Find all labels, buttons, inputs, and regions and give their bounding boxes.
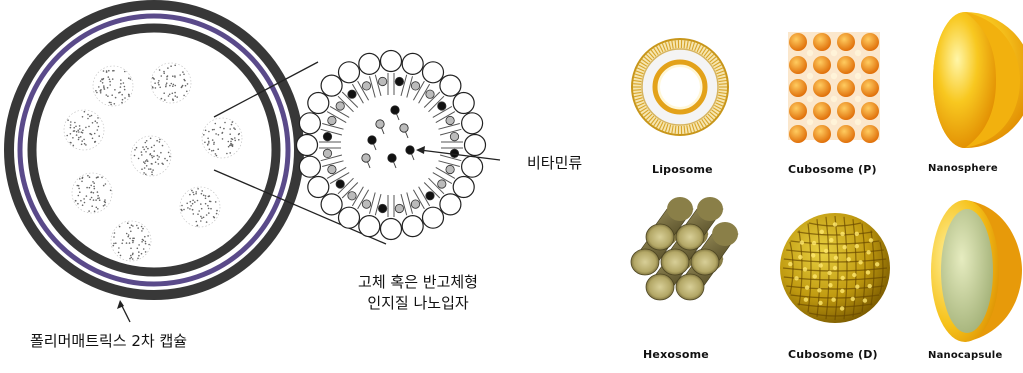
cubosome-d-label: Cubosome (D) — [788, 348, 878, 361]
lipid-head — [381, 219, 402, 240]
polymer-matrix-capsule — [9, 5, 299, 295]
cubosome-p-cell — [789, 102, 807, 120]
nanoparticle-cluster — [180, 187, 220, 227]
hexosome-rod — [676, 274, 704, 300]
cubosome-p-cell — [813, 56, 831, 74]
vitamin-molecule — [388, 154, 396, 162]
cubosome-p-cell — [789, 125, 807, 143]
hexosome-icon — [631, 197, 738, 300]
liposome-label: Liposome — [652, 163, 713, 176]
lipid-head — [402, 53, 423, 74]
lipid-head — [308, 177, 329, 198]
cubosome-p-cell — [837, 102, 855, 120]
lipid-head — [359, 216, 380, 237]
hexosome-rod — [646, 224, 674, 250]
nanoparticle-cluster — [93, 66, 133, 106]
lipid-head — [423, 62, 444, 83]
hexosome-label: Hexosome — [643, 348, 709, 361]
lipid-head — [465, 135, 486, 156]
cubosome-p-cell — [813, 102, 831, 120]
lipid-head — [321, 194, 342, 215]
cubosome-p-cell — [813, 125, 831, 143]
nanocapsule-label: Nanocapsule — [928, 350, 1002, 361]
hexosome-rod — [691, 249, 719, 275]
cubosome-p-cell — [861, 125, 879, 143]
cubosome-p-cell — [861, 102, 879, 120]
cubosome-p-icon — [788, 32, 880, 143]
hexosome-rod — [676, 224, 704, 250]
cubosome-d-icon — [780, 213, 890, 323]
lipid-head — [453, 177, 474, 198]
cubosome-p-cell — [837, 79, 855, 97]
nanoparticle-cluster — [72, 173, 112, 213]
lipid-head — [381, 51, 402, 72]
lipid-head — [462, 113, 483, 134]
lipid-head — [359, 53, 380, 74]
lipid-head — [440, 75, 461, 96]
vitamin-molecule — [376, 120, 384, 128]
lipid-head — [339, 62, 360, 83]
particle-label-line1: 고체 혹은 반고체형 — [348, 271, 488, 292]
lipid-head — [308, 93, 329, 114]
vitamin-molecule — [362, 154, 370, 162]
cubosome-p-cell — [789, 56, 807, 74]
hexosome-rod — [631, 249, 659, 275]
vitamin-molecule — [368, 136, 376, 144]
particle-label-line2: 인지질 나노입자 — [348, 292, 488, 313]
capsule-pointer-arrow — [117, 300, 130, 322]
vitamin-molecule — [406, 146, 414, 154]
nanosphere-icon — [933, 12, 1023, 148]
lipid-head — [462, 156, 483, 177]
lipid-head — [339, 207, 360, 228]
cubosome-p-cell — [861, 33, 879, 51]
vitamin-label: 비타민류 — [527, 152, 582, 173]
lipid-head — [297, 135, 318, 156]
cubosome-p-cell — [837, 56, 855, 74]
lipid-head — [321, 75, 342, 96]
vitamin-molecule — [391, 106, 399, 114]
cubosome-p-label: Cubosome (P) — [788, 163, 877, 176]
cubosome-p-cell — [813, 79, 831, 97]
nanosphere-label: Nanosphere — [928, 163, 998, 174]
lipid-head — [299, 156, 320, 177]
nanoparticle-clusters — [64, 63, 242, 261]
lipid-head — [402, 216, 423, 237]
nanoparticle-cluster — [131, 136, 171, 176]
cubosome-p-cell — [837, 125, 855, 143]
cubosome-p-cell — [861, 56, 879, 74]
lipid-nanoparticle — [297, 51, 486, 240]
cubosome-p-cell — [837, 33, 855, 51]
cubosome-p-cell — [789, 79, 807, 97]
lipid-head — [299, 113, 320, 134]
cubosome-p-cell — [789, 33, 807, 51]
lipid-head — [453, 93, 474, 114]
lipid-head — [440, 194, 461, 215]
cubosome-p-cell — [813, 33, 831, 51]
cubosome-p-cell — [861, 79, 879, 97]
vitamin-molecule — [400, 124, 408, 132]
hexosome-rod — [661, 249, 689, 275]
nanoparticle-cluster — [64, 110, 104, 150]
capsule-label: 폴리머매트릭스 2차 캡슐 — [30, 330, 187, 351]
lipid-head — [423, 207, 444, 228]
liposome-icon — [632, 39, 728, 135]
nanoparticle-cluster — [202, 118, 242, 158]
nanoparticle-cluster — [151, 63, 191, 103]
nanoparticle-cluster — [111, 221, 151, 261]
nanocapsule-icon — [931, 200, 1022, 342]
hexosome-rod — [646, 274, 674, 300]
